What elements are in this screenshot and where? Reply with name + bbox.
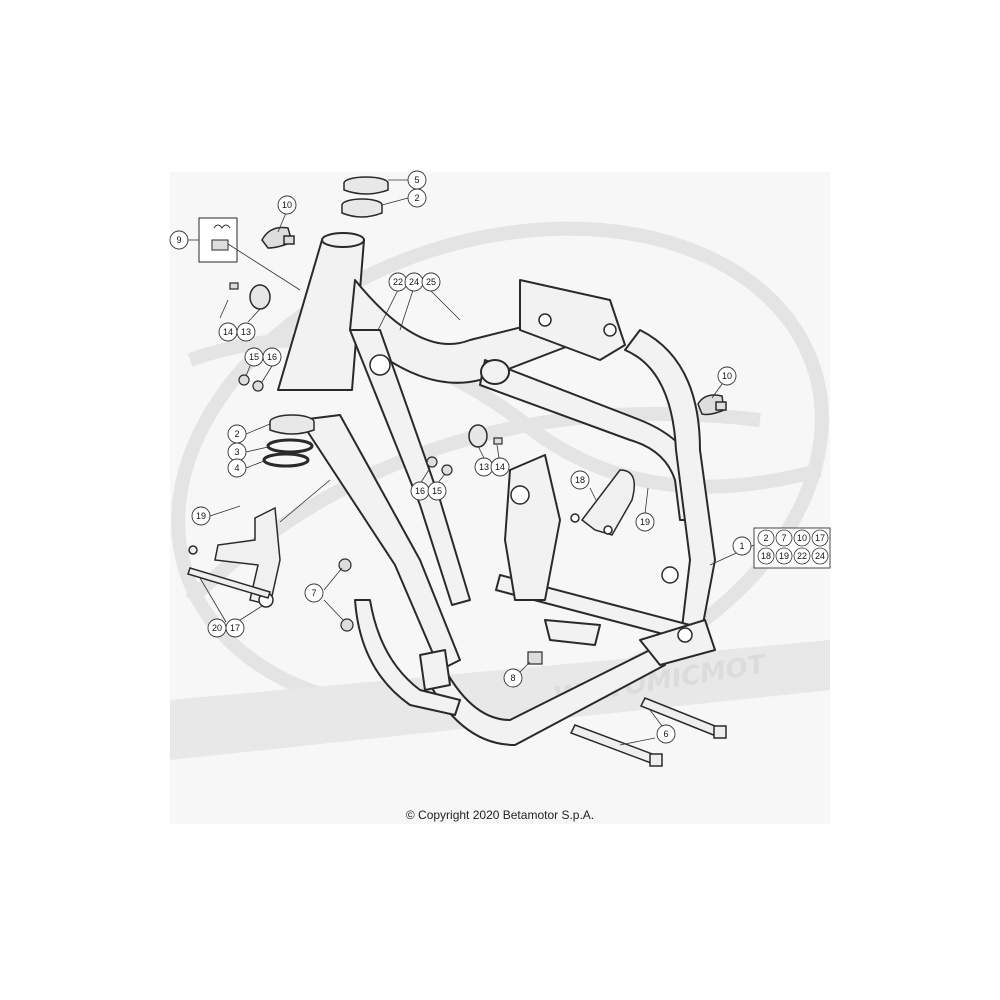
callout-24: 24	[409, 277, 419, 287]
callout-3: 3	[234, 447, 239, 457]
nuts-7	[338, 558, 354, 632]
bushing-part-13	[249, 284, 488, 448]
callout-17: 17	[230, 623, 240, 633]
callout-10-left: 10	[282, 200, 292, 210]
callout-19-left: 19	[196, 511, 206, 521]
cable-clip-10-right	[697, 394, 727, 416]
callout-2-top: 2	[414, 193, 419, 203]
callout-8: 8	[510, 673, 515, 683]
nuts-15-16	[238, 374, 453, 476]
callout-15-right: 15	[432, 486, 442, 496]
callout-7: 7	[311, 588, 316, 598]
callout-15-left: 15	[249, 352, 259, 362]
seal-ring-4	[262, 452, 310, 468]
bearing-part-5	[343, 176, 389, 195]
bracket-part-18	[570, 469, 635, 536]
kit-item: 17	[815, 533, 825, 543]
callout-14-left: 14	[223, 327, 233, 337]
callout-19-right: 19	[640, 517, 650, 527]
callout-1: 1	[739, 541, 744, 551]
kit-item: 18	[761, 551, 771, 561]
bolts-14	[229, 282, 503, 445]
callout-5: 5	[414, 175, 419, 185]
kit-item: 19	[779, 551, 789, 561]
copyright-notice: © Copyright 2020 Betamotor S.p.A.	[405, 808, 595, 822]
callout-22: 22	[393, 277, 403, 287]
callout-13-left: 13	[241, 327, 251, 337]
seal-ring-3	[266, 438, 314, 454]
kit-item: 2	[763, 533, 768, 543]
callout-6: 6	[663, 729, 668, 739]
callout-13-right: 13	[479, 462, 489, 472]
main-frame	[277, 232, 716, 746]
callout-markers	[169, 170, 752, 744]
kit-item: 24	[815, 551, 825, 561]
callout-14-right: 14	[495, 462, 505, 472]
part-9-box	[198, 217, 238, 263]
callout-9: 9	[176, 235, 181, 245]
callout-10-right: 10	[722, 371, 732, 381]
kit-item: 22	[797, 551, 807, 561]
kit-contents-box: 2 7 10 17 18 19 22 24	[753, 527, 831, 569]
cable-clip-10-left	[261, 226, 295, 249]
bearing-part-2-top	[341, 198, 383, 218]
callout-4: 4	[234, 463, 239, 473]
callout-25: 25	[426, 277, 436, 287]
clip-part-8	[527, 651, 543, 665]
callout-16-right: 16	[415, 486, 425, 496]
callout-labels: 5 2 9 10 10 14 13 15 16 2 3 4 22 24 25 1…	[176, 175, 744, 739]
callout-18: 18	[575, 475, 585, 485]
watermark-swoosh	[170, 640, 830, 760]
long-bolt-20	[187, 545, 271, 599]
kit-item: 7	[781, 533, 786, 543]
bearing-part-2-lower	[269, 414, 315, 435]
callout-2-lower: 2	[234, 429, 239, 439]
kit-item: 10	[797, 533, 807, 543]
long-bolts-6	[569, 697, 727, 767]
callout-20: 20	[212, 623, 222, 633]
leader-lines	[188, 179, 755, 746]
frame-mount-holes	[369, 313, 693, 643]
bracket-part-left	[214, 506, 281, 608]
callout-16-left: 16	[267, 352, 277, 362]
